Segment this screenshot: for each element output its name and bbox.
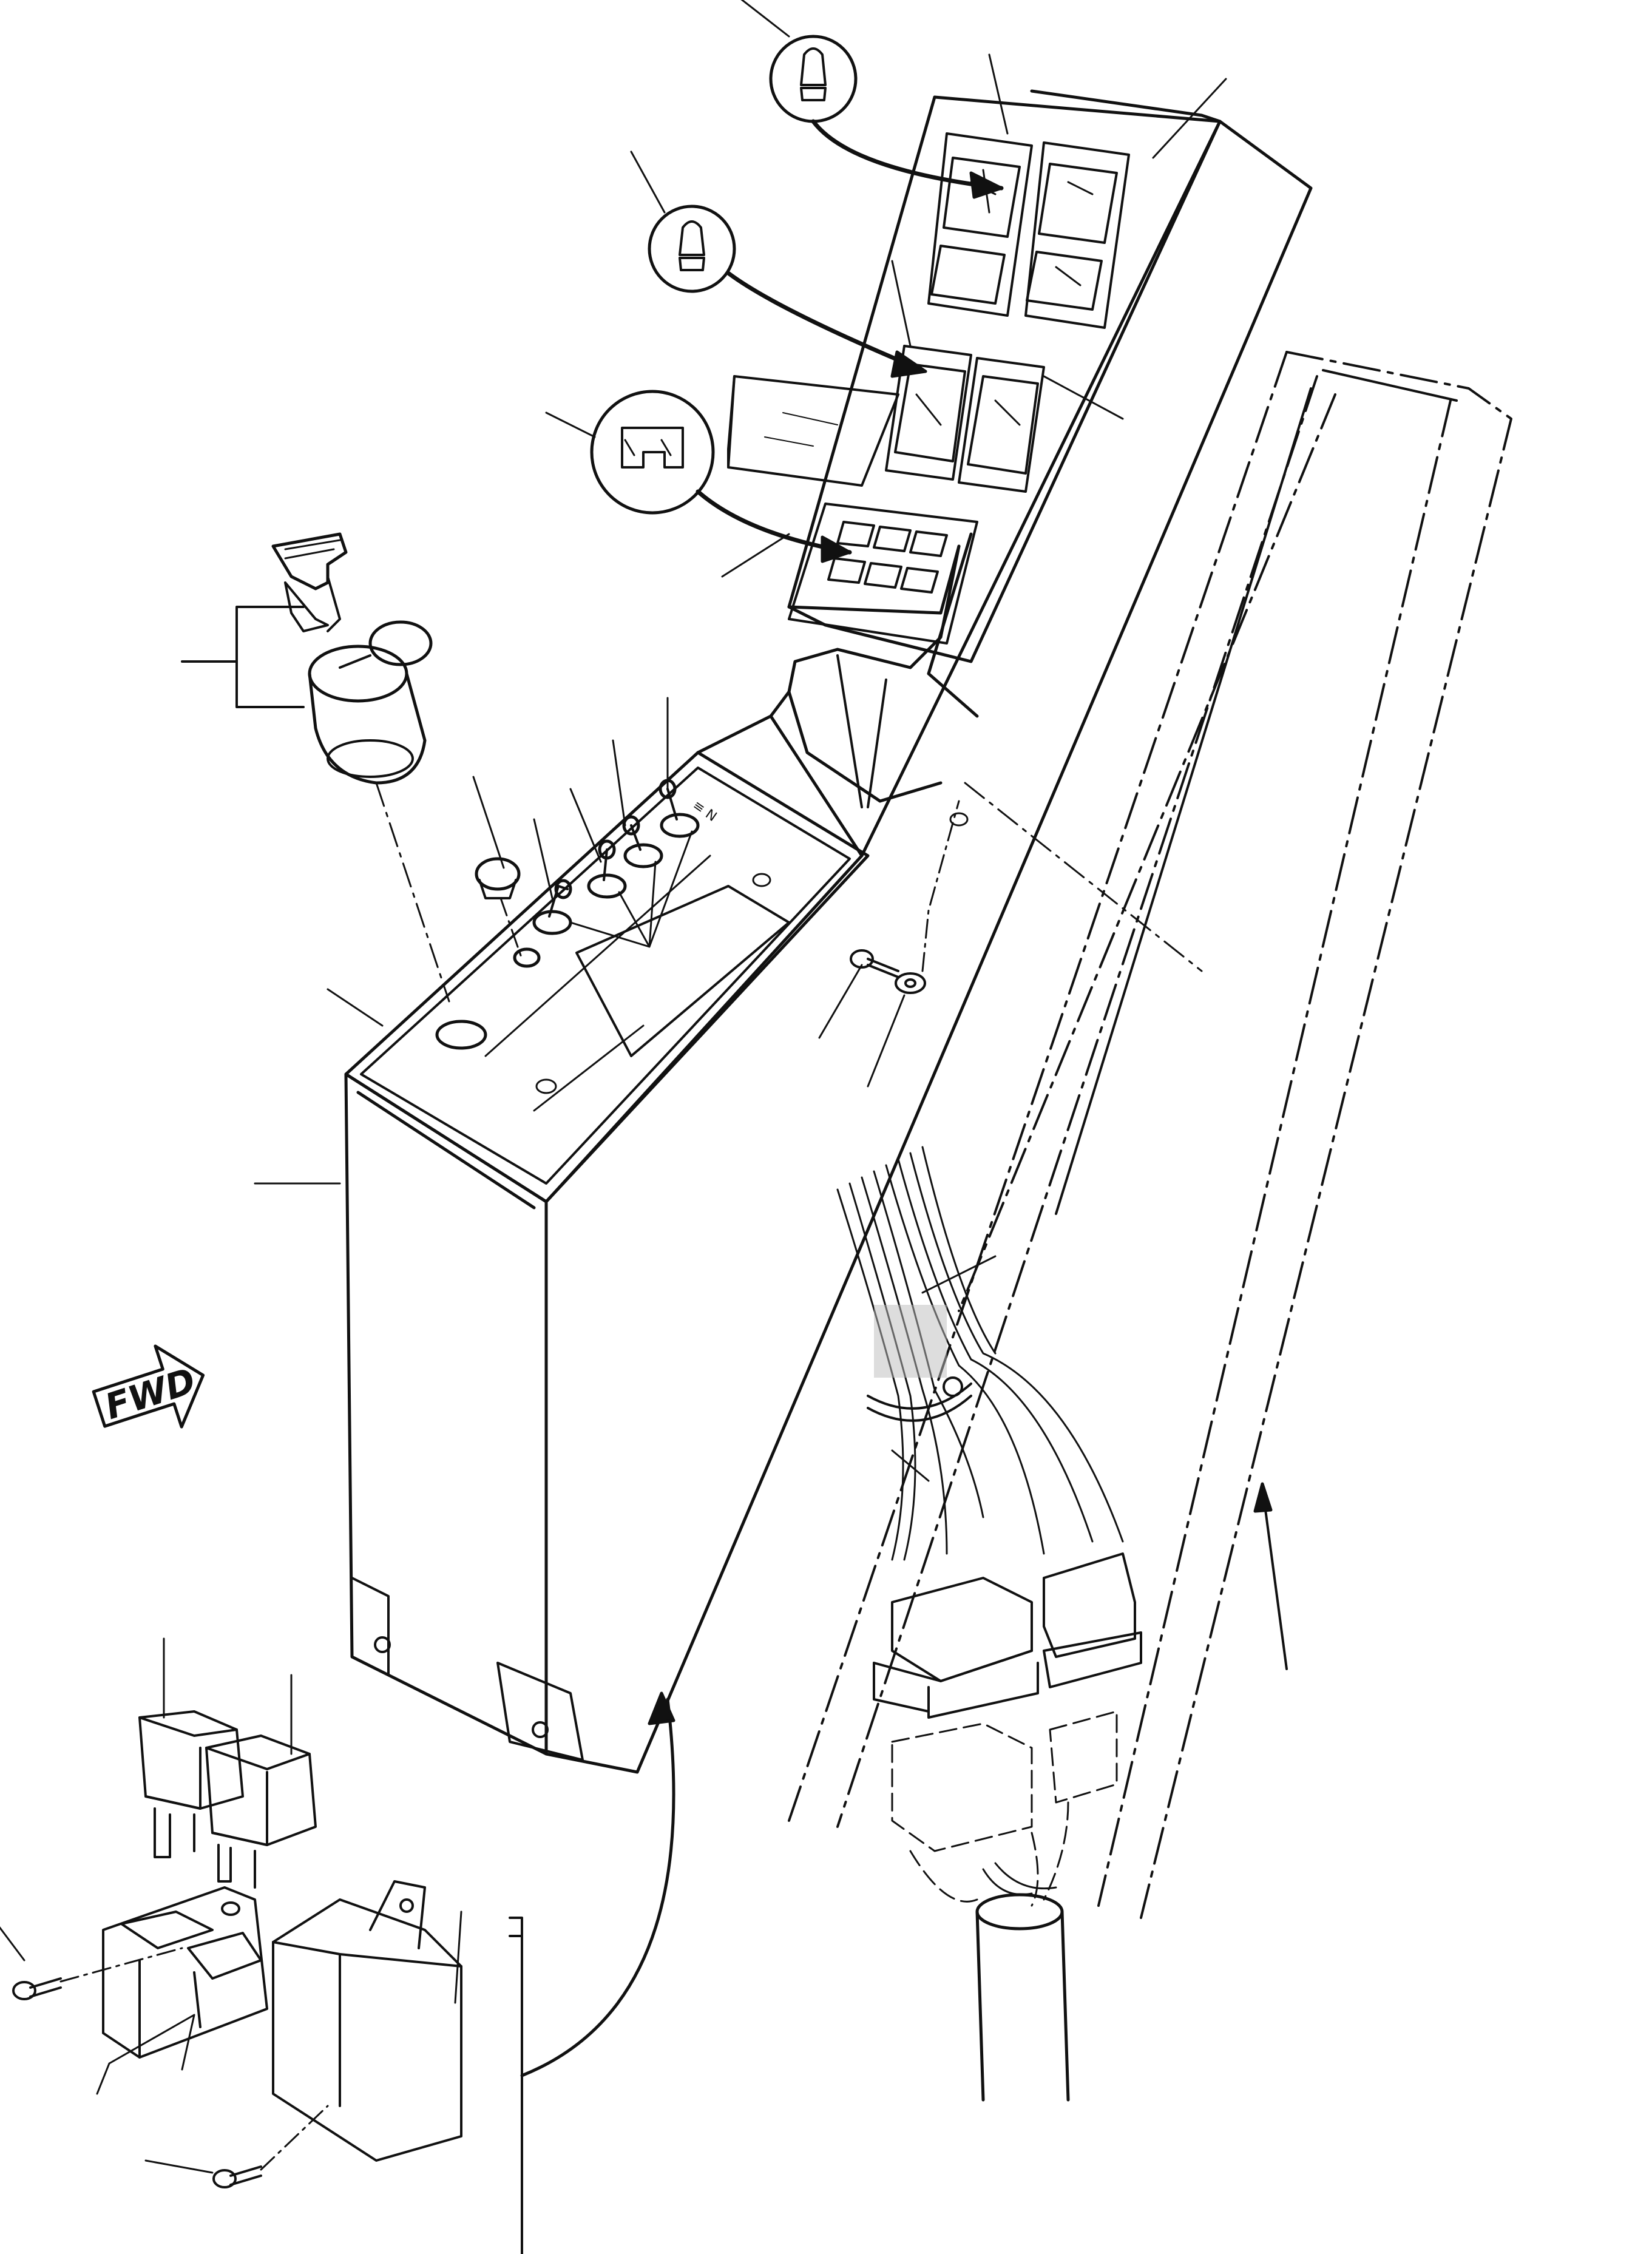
relay-group-arrow (520, 1697, 675, 2077)
bulb-icon (800, 47, 827, 101)
flasher-unit (272, 1880, 462, 2162)
wiring-harness (836, 1146, 1124, 1561)
harness-sheath (975, 1862, 1070, 2102)
hidden-fastener-line (964, 782, 1203, 972)
toggle-switch-3 (622, 815, 663, 868)
cable-tie (867, 1376, 972, 1422)
warning-lamp-module-lower (885, 345, 1045, 493)
toggle-switch-2 (587, 839, 627, 899)
toggle-switch-1 (532, 879, 572, 935)
ignition-mount-hole (435, 1020, 487, 1050)
relay-2 (205, 1734, 317, 1889)
ignition-dust-cap (368, 620, 433, 666)
plug-mount-hole (513, 947, 541, 968)
trim-strip-arrow (1253, 1482, 1288, 1670)
ignition-key (271, 532, 348, 632)
relay-base (102, 1886, 268, 2059)
console-body (344, 89, 1313, 1774)
fuse-icon (621, 427, 684, 469)
relay-1 (138, 1710, 244, 1858)
bulb-callout-lower (630, 151, 927, 378)
relay-base-screw-1 (0, 1926, 183, 2000)
fuse-box (788, 503, 978, 645)
fwd-direction-badge: FWD (92, 1344, 205, 1429)
ignition-group-bracket (181, 606, 305, 708)
callout-leaders (163, 53, 1227, 2004)
ignition-switch (308, 620, 450, 1003)
relay-arrow-head (648, 1691, 675, 1725)
bulb-callout-upper (740, 0, 1004, 199)
relay-group-bracket (509, 1917, 523, 2254)
relay-base-screw-2 (144, 2105, 329, 2188)
blank-cover-plate (727, 375, 899, 487)
washer (895, 972, 926, 994)
toggle-switch-leaders (569, 830, 693, 948)
relay-leaders (96, 2014, 195, 2095)
fuse-callout (545, 390, 852, 563)
trim-panel-strip (788, 351, 1512, 1919)
harness-connector-left (873, 1577, 1039, 1719)
arrow-right-icon (92, 1344, 205, 1429)
bulb-icon-2 (679, 220, 705, 271)
warning-lamp-module-upper (927, 132, 1130, 329)
blanking-plug (475, 857, 523, 960)
mounting-screw (850, 800, 960, 994)
harness-connector-right (1043, 1552, 1142, 1688)
harness-mating-connectors (891, 1710, 1118, 1907)
